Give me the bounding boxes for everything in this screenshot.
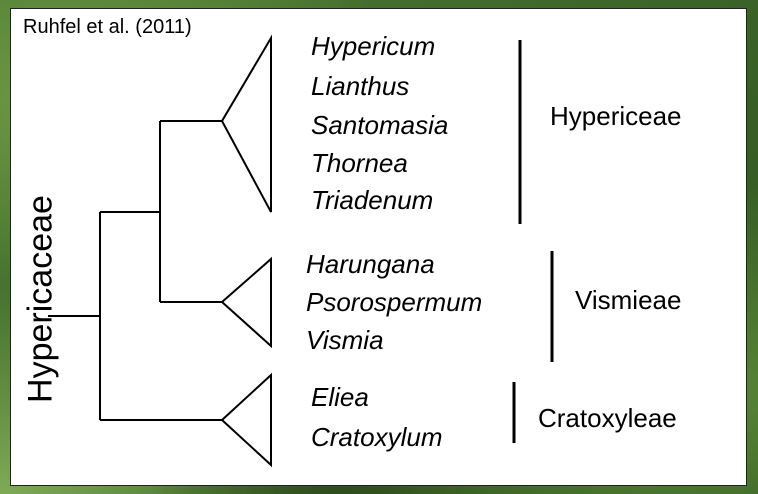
genus-label: Hypericum bbox=[311, 31, 435, 61]
clade-triangle-vismieae bbox=[222, 259, 271, 346]
genus-label: Santomasia bbox=[311, 110, 448, 140]
clade-triangle-cratoxyleae bbox=[222, 375, 271, 465]
clade-triangle-hypericeae bbox=[222, 38, 271, 212]
genus-label: Harungana bbox=[306, 249, 435, 279]
genus-label: Lianthus bbox=[311, 71, 409, 101]
genus-label: Vismia bbox=[306, 325, 384, 355]
tribe-label-cratoxyleae: Cratoxyleae bbox=[538, 403, 677, 433]
genus-label: Triadenum bbox=[311, 185, 433, 215]
genus-label: Eliea bbox=[311, 382, 369, 412]
tribe-label-vismieae: Vismieae bbox=[575, 285, 681, 315]
genus-label: Psorospermum bbox=[306, 287, 482, 317]
genus-label: Cratoxylum bbox=[311, 422, 442, 452]
genus-label: Thornea bbox=[311, 148, 408, 178]
tribe-label-hypericeae: Hypericeae bbox=[550, 101, 682, 131]
